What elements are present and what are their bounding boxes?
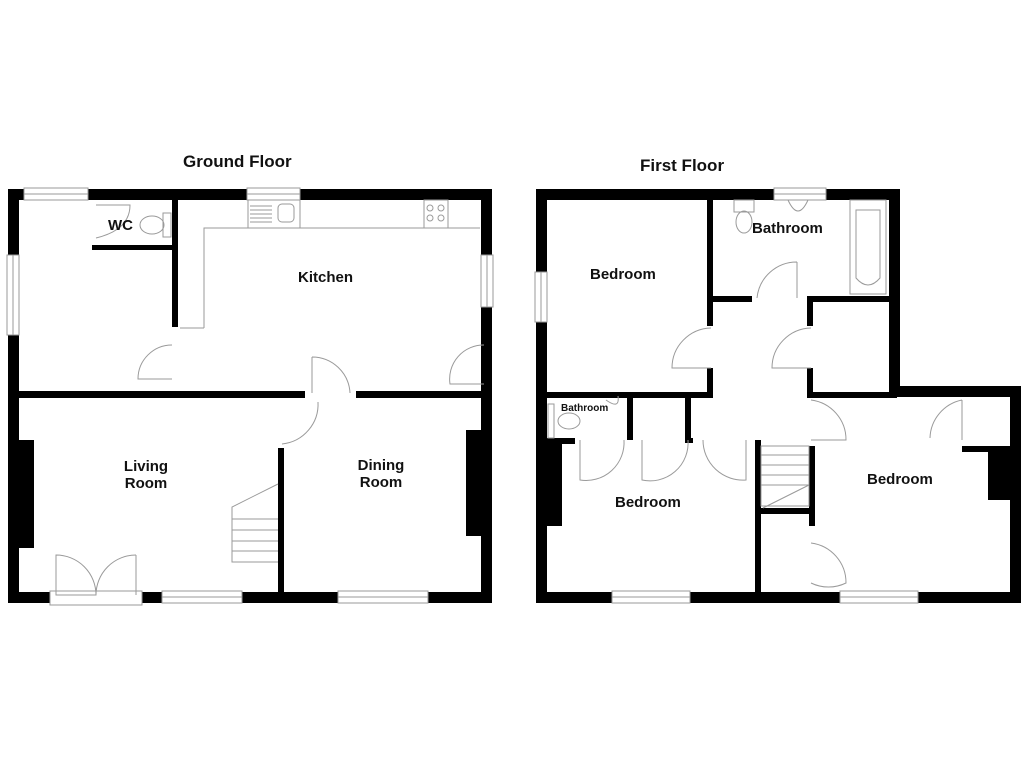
ground-floor-windows bbox=[6, 187, 494, 606]
room-label-bathroom: Bathroom bbox=[752, 220, 823, 237]
ground-floor-title: Ground Floor bbox=[183, 152, 292, 171]
ground-floor-plan bbox=[6, 187, 494, 606]
room-label-wc: WC bbox=[108, 217, 133, 234]
first-floor-plan bbox=[534, 187, 1021, 604]
first-floor-fixtures bbox=[547, 199, 963, 588]
room-label-line: Room bbox=[124, 475, 168, 492]
room-label-line: Living bbox=[123, 458, 169, 475]
first-floor-windows bbox=[534, 187, 919, 604]
ground-floor-fixtures bbox=[55, 199, 485, 596]
room-label-ensuite-bathroom: Bathroom bbox=[561, 403, 609, 414]
room-label-bedroom-3: Bedroom bbox=[867, 471, 933, 488]
room-label-living-room: Living Room bbox=[120, 458, 172, 492]
room-label-bedroom-2: Bedroom bbox=[615, 494, 681, 511]
room-label-dining-room: Dining Room bbox=[354, 457, 408, 491]
first-floor-walls bbox=[536, 189, 1021, 603]
room-label-line: Dining bbox=[357, 457, 405, 474]
room-label-kitchen: Kitchen bbox=[298, 269, 354, 286]
first-floor-title: First Floor bbox=[640, 156, 725, 175]
room-label-line: Room bbox=[359, 474, 403, 491]
room-label-bedroom-1: Bedroom bbox=[590, 266, 656, 283]
